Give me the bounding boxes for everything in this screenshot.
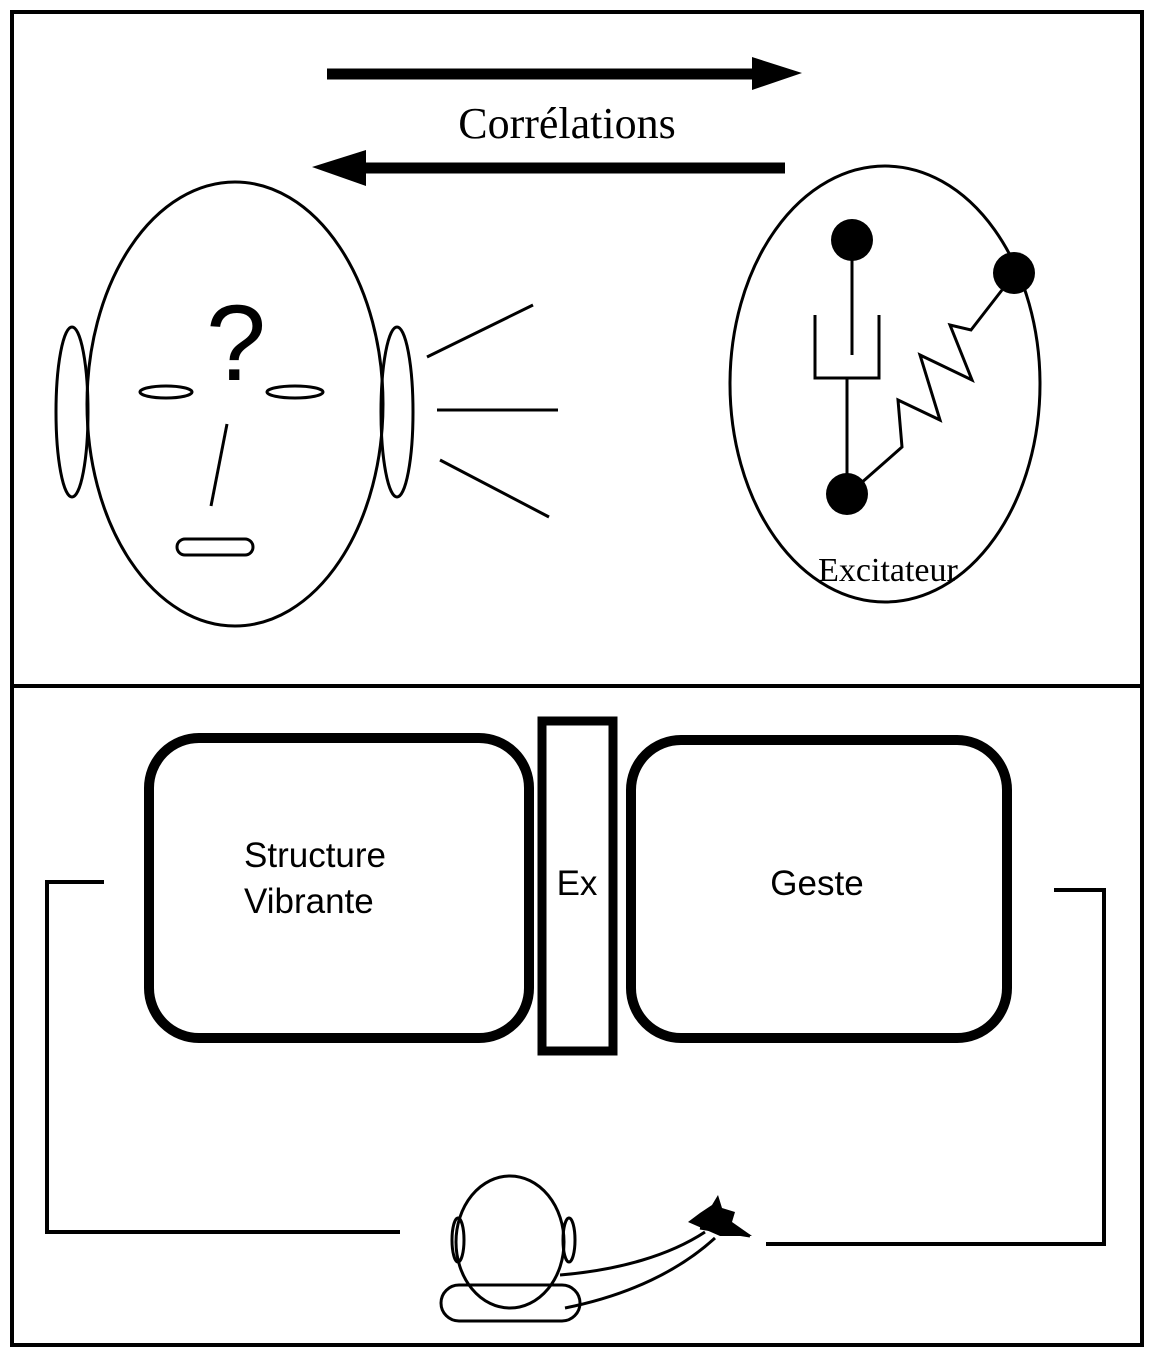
exciter-outline xyxy=(728,164,1042,604)
vibrating-structure-label-1: Structure xyxy=(244,836,386,875)
operator-arm-upper xyxy=(559,1230,706,1277)
loop-left xyxy=(45,880,400,1234)
gesture-box: Geste xyxy=(626,735,1012,1043)
question-mark: ? xyxy=(206,282,266,403)
sound-rays xyxy=(426,303,558,519)
bottom-panel: Structure Vibrante Ex Geste xyxy=(45,716,1106,1323)
loop-right xyxy=(766,888,1106,1246)
operator-head xyxy=(454,1174,566,1310)
spring-icon xyxy=(859,289,1004,486)
exciter-short-label: Ex xyxy=(557,864,598,903)
vibrating-structure-label-2: Vibrante xyxy=(244,882,374,921)
left-ear xyxy=(54,325,90,499)
exciter-box: Ex xyxy=(537,716,618,1056)
operator-shoulders xyxy=(439,1283,582,1323)
vibrating-structure-box: Structure Vibrante xyxy=(144,733,534,1043)
listener-head: ? xyxy=(54,180,415,628)
gesture-label: Geste xyxy=(770,864,863,903)
mouth xyxy=(175,537,255,557)
exciter-diagram: Excitateur xyxy=(728,164,1042,604)
operator-arm-lower xyxy=(564,1236,717,1310)
top-panel: Corrélations ? xyxy=(54,57,1042,628)
left-eye xyxy=(138,384,194,400)
operator-right-ear xyxy=(561,1216,577,1264)
correlations-title: Corrélations xyxy=(458,99,676,148)
arrow-left xyxy=(312,150,785,186)
head-outline xyxy=(85,180,385,628)
operator-figure xyxy=(439,1174,752,1323)
mass-bottom xyxy=(826,473,868,515)
operator-left-ear xyxy=(450,1216,466,1264)
outer-frame xyxy=(10,10,1144,1347)
exciter-label: Excitateur xyxy=(818,552,958,589)
arrow-right xyxy=(327,57,802,90)
mass-top xyxy=(831,219,873,261)
mass-right xyxy=(993,252,1035,294)
gesture-device-icon xyxy=(688,1195,752,1238)
damper-icon xyxy=(813,315,881,400)
right-eye xyxy=(265,384,325,400)
right-ear xyxy=(379,325,415,499)
nose-line xyxy=(209,423,229,507)
